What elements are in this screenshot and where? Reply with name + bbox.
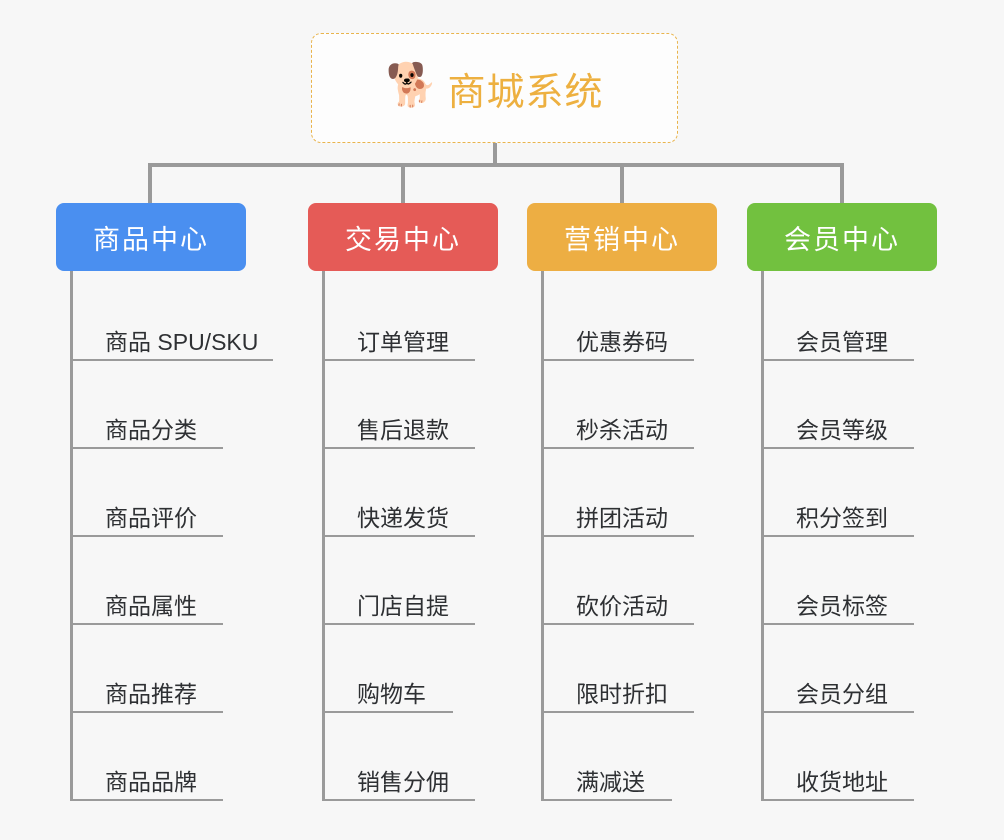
leaf-label: 会员等级 (796, 416, 888, 443)
list-item[interactable]: 收货地址 (764, 713, 937, 801)
leaf-label: 积分签到 (796, 504, 888, 531)
leaf-label: 快递发货 (357, 504, 449, 531)
list-item[interactable]: 门店自提 (325, 537, 498, 625)
list-item[interactable]: 优惠券码 (544, 273, 717, 361)
list-item[interactable]: 订单管理 (325, 273, 498, 361)
list-item[interactable]: 限时折扣 (544, 625, 717, 713)
list-item[interactable]: 商品品牌 (73, 713, 246, 801)
category-column-3: 营销中心 优惠券码 秒杀活动 拼团活动 砍价活动 限时折扣 满减送 (527, 203, 717, 801)
leaf-label: 订单管理 (357, 328, 449, 355)
list-item[interactable]: 商品 SPU/SKU (73, 273, 273, 361)
root-node-title: 商城系统 (447, 71, 604, 114)
category-header-4[interactable]: 会员中心 (747, 203, 937, 271)
list-item[interactable]: 秒杀活动 (544, 361, 717, 449)
list-item[interactable]: 拼团活动 (544, 449, 717, 537)
list-item[interactable]: 满减送 (544, 713, 717, 801)
leaf-label: 门店自提 (357, 592, 449, 619)
connector-horizontal-bus (148, 163, 844, 167)
list-item[interactable]: 快递发货 (325, 449, 498, 537)
category-header-2[interactable]: 交易中心 (308, 203, 498, 271)
list-item[interactable]: 会员标签 (764, 537, 937, 625)
leaf-label: 优惠券码 (576, 328, 668, 355)
category-header-3[interactable]: 营销中心 (527, 203, 717, 271)
leaf-label: 收货地址 (796, 768, 888, 795)
list-item[interactable]: 商品分类 (73, 361, 246, 449)
leaf-label: 会员标签 (796, 592, 888, 619)
leaf-label: 商品分类 (105, 416, 197, 443)
list-item[interactable]: 会员分组 (764, 625, 937, 713)
leaf-label: 商品推荐 (105, 680, 197, 707)
leaf-label: 销售分佣 (357, 768, 449, 795)
shiba-dog-icon: 🐕 (385, 61, 438, 108)
list-item[interactable]: 商品属性 (73, 537, 246, 625)
category-column-2: 交易中心 订单管理 售后退款 快递发货 门店自提 购物车 销售分佣 (308, 203, 498, 801)
leaf-list-4: 会员管理 会员等级 积分签到 会员标签 会员分组 收货地址 (761, 271, 937, 801)
list-item[interactable]: 会员等级 (764, 361, 937, 449)
category-header-1[interactable]: 商品中心 (56, 203, 246, 271)
leaf-label: 商品 SPU/SKU (105, 328, 259, 355)
leaf-label: 秒杀活动 (576, 416, 668, 443)
root-node-shop-system[interactable]: 🐕 商城系统 (311, 33, 678, 143)
list-item[interactable]: 积分签到 (764, 449, 937, 537)
connector-drop-3 (620, 163, 624, 205)
category-label-2: 交易中心 (345, 224, 461, 255)
list-item[interactable]: 售后退款 (325, 361, 498, 449)
connector-drop-2 (401, 163, 405, 205)
leaf-list-2: 订单管理 售后退款 快递发货 门店自提 购物车 销售分佣 (322, 271, 498, 801)
list-item[interactable]: 会员管理 (764, 273, 937, 361)
leaf-label: 会员分组 (796, 680, 888, 707)
category-column-4: 会员中心 会员管理 会员等级 积分签到 会员标签 会员分组 收货地址 (747, 203, 937, 801)
connector-root-stem (493, 143, 497, 165)
leaf-list-3: 优惠券码 秒杀活动 拼团活动 砍价活动 限时折扣 满减送 (541, 271, 717, 801)
leaf-label: 限时折扣 (576, 680, 668, 707)
leaf-label: 商品属性 (105, 592, 197, 619)
leaf-label: 会员管理 (796, 328, 888, 355)
leaf-label: 满减送 (576, 768, 645, 795)
leaf-label: 售后退款 (357, 416, 449, 443)
list-item[interactable]: 砍价活动 (544, 537, 717, 625)
leaf-label: 商品评价 (105, 504, 197, 531)
leaf-label: 砍价活动 (576, 592, 668, 619)
category-label-1: 商品中心 (93, 224, 209, 255)
leaf-label: 商品品牌 (105, 768, 197, 795)
category-column-1: 商品中心 商品 SPU/SKU 商品分类 商品评价 商品属性 商品推荐 商品品牌 (56, 203, 273, 801)
list-item[interactable]: 购物车 (325, 625, 498, 713)
list-item[interactable]: 商品评价 (73, 449, 246, 537)
leaf-list-1: 商品 SPU/SKU 商品分类 商品评价 商品属性 商品推荐 商品品牌 (70, 271, 273, 801)
list-item[interactable]: 商品推荐 (73, 625, 246, 713)
leaf-label: 购物车 (357, 680, 426, 707)
category-label-3: 营销中心 (564, 224, 680, 255)
connector-drop-4 (840, 163, 844, 205)
leaf-label: 拼团活动 (576, 504, 668, 531)
category-label-4: 会员中心 (784, 224, 900, 255)
list-item[interactable]: 销售分佣 (325, 713, 498, 801)
connector-drop-1 (148, 163, 152, 205)
